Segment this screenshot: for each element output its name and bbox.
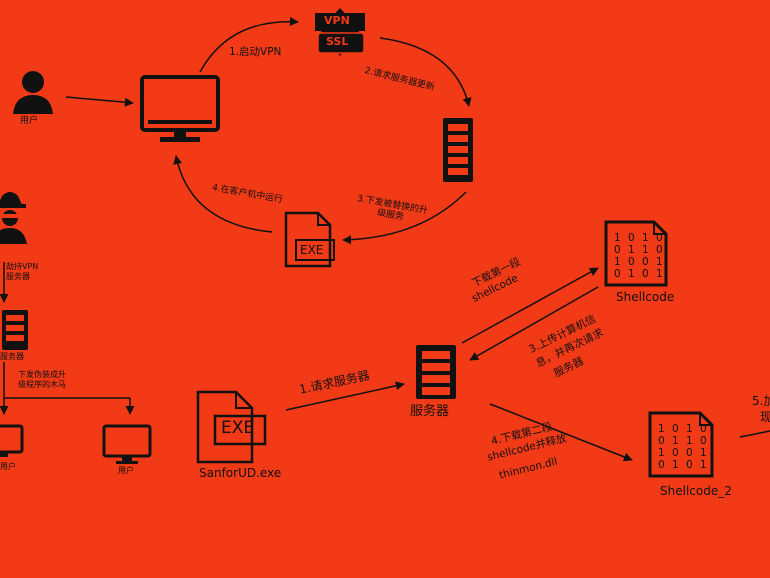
exe-text-bottom: EXE bbox=[221, 418, 255, 438]
attacker-label: 攻击者 bbox=[0, 234, 24, 243]
exe-filename: SanforUD.exe bbox=[199, 466, 282, 480]
binary-row-1a: 1 0 1 0 bbox=[614, 232, 665, 244]
client-monitor-icon bbox=[140, 75, 220, 142]
client-monitor-icon-left bbox=[0, 424, 24, 457]
vpn-text: VPN bbox=[324, 14, 350, 27]
ssl-text: SSL bbox=[326, 35, 349, 48]
arrow-request-update bbox=[379, 37, 472, 107]
hijack-label-line2: 服务器 bbox=[6, 272, 30, 281]
client-right-label: 用户 bbox=[118, 466, 134, 475]
server-icon-left bbox=[2, 310, 28, 350]
deliver-label-line1: 下发伪装成升 bbox=[18, 370, 66, 379]
server-left-label: 服务器 bbox=[0, 352, 24, 361]
step1-label: 1.启动VPN bbox=[229, 46, 282, 58]
shellcode2-label: Shellcode_2 bbox=[660, 484, 732, 498]
shellcode-file-icon-1 bbox=[604, 220, 668, 287]
arrow-next-step bbox=[739, 430, 770, 438]
binary-row-2b: 0 1 1 0 bbox=[658, 435, 709, 447]
binary-row-2a: 0 1 1 0 bbox=[614, 244, 665, 256]
binary-row-3b: 1 0 0 1 bbox=[658, 447, 709, 459]
server-main-label: 服务器 bbox=[410, 404, 450, 419]
next-step-label-line1: 5.加 bbox=[752, 394, 770, 408]
arrow-start-vpn bbox=[199, 17, 299, 73]
arrow-download-shellcode1 bbox=[461, 267, 599, 344]
attacker-icon bbox=[0, 192, 27, 244]
client-monitor-icon-right bbox=[102, 424, 152, 464]
vpn-ssl-badge-icon bbox=[315, 8, 365, 56]
arrow-upload-info bbox=[469, 286, 599, 361]
client-left-label: 用户 bbox=[0, 462, 16, 471]
arrow-request-server bbox=[285, 381, 405, 411]
arrow-user-to-pc bbox=[65, 96, 134, 107]
deliver-label-line2: 级程序的木马 bbox=[18, 380, 66, 389]
user-icon bbox=[13, 71, 53, 114]
server-icon-top bbox=[443, 118, 473, 182]
exe-text-top: EXE bbox=[300, 243, 324, 257]
shellcode-file-icon-2 bbox=[648, 411, 714, 478]
arrow-download-shellcode2 bbox=[489, 403, 633, 462]
binary-row-3a: 1 0 0 1 bbox=[614, 256, 665, 268]
binary-row-1b: 1 0 1 0 bbox=[658, 423, 709, 435]
exe-file-icon-bottom bbox=[196, 390, 267, 464]
shellcode1-label: Shellcode bbox=[616, 290, 675, 304]
user-label: 用户 bbox=[20, 116, 39, 126]
binary-row-4a: 0 1 0 1 bbox=[614, 268, 665, 280]
arrow-deliver-replaced bbox=[342, 191, 467, 245]
arrow-run-on-client bbox=[173, 155, 273, 233]
hijack-label-line1: 劫持VPN bbox=[6, 262, 39, 271]
exe-file-icon-top bbox=[284, 211, 335, 268]
server-icon-main bbox=[416, 345, 456, 399]
next-step-label-line2: 现 bbox=[760, 410, 770, 424]
binary-row-4b: 0 1 0 1 bbox=[658, 459, 709, 471]
